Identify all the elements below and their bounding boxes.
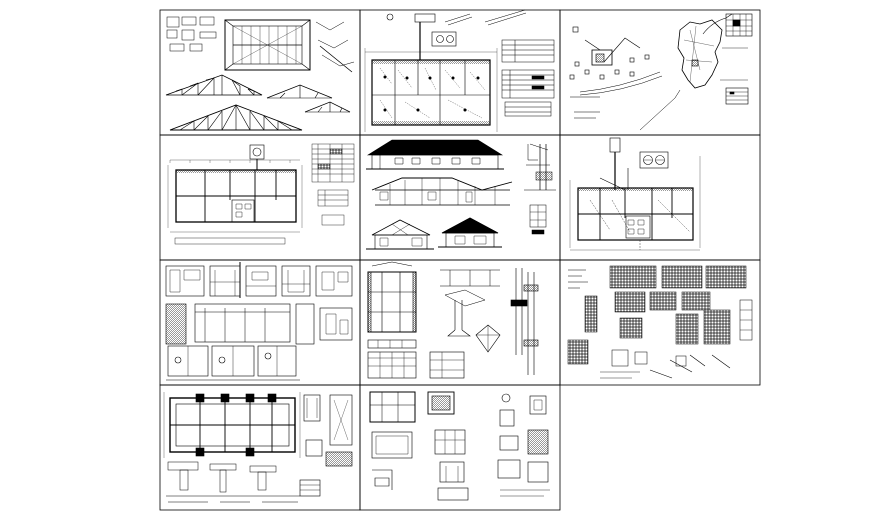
bathroom-plans: [166, 345, 300, 381]
wall-elevations-middle-row: [165, 303, 353, 345]
front-elevation: [366, 139, 504, 170]
foundation-detail-strip: [166, 461, 300, 503]
panel-foundation-details: [369, 391, 550, 501]
regional-location-map: [677, 13, 753, 105]
panel-structural-details: [367, 261, 539, 379]
panel-plumbing-plan: [569, 137, 701, 251]
panel-roof-framing-and-trusses: [165, 16, 355, 131]
finishes-schedule-table: [311, 143, 355, 226]
wall-section-details: [524, 143, 556, 235]
column-sections: [299, 394, 353, 497]
footing-and-column-details: [440, 268, 539, 375]
panel-location-site-map: [569, 13, 753, 131]
beam-section-views: [367, 339, 465, 379]
panel-foundation-plan: [163, 392, 353, 503]
panel-frames: [159, 9, 761, 511]
electrical-legend-tables: [501, 39, 555, 117]
electrical-plan-header-details: [386, 9, 527, 60]
wall-elevations-top-row: [165, 262, 353, 298]
site-plan-lots: [569, 26, 681, 131]
structural-frame-plan: [367, 261, 417, 333]
panel-architectural-floor-plan: [167, 143, 355, 245]
panel-electrical-plan: [364, 9, 555, 132]
roof-detail-sketches: [166, 16, 355, 73]
truss-elevations: [165, 74, 351, 131]
side-elevations: [366, 217, 502, 250]
panel-interior-elevations: [165, 262, 353, 381]
electrical-floor-plan: [364, 48, 498, 132]
longitudinal-section: [371, 177, 513, 206]
roof-framing-plan: [224, 19, 311, 71]
panel-carpentry-details: [567, 265, 753, 379]
panel-elevations-and-sections: [366, 139, 556, 250]
